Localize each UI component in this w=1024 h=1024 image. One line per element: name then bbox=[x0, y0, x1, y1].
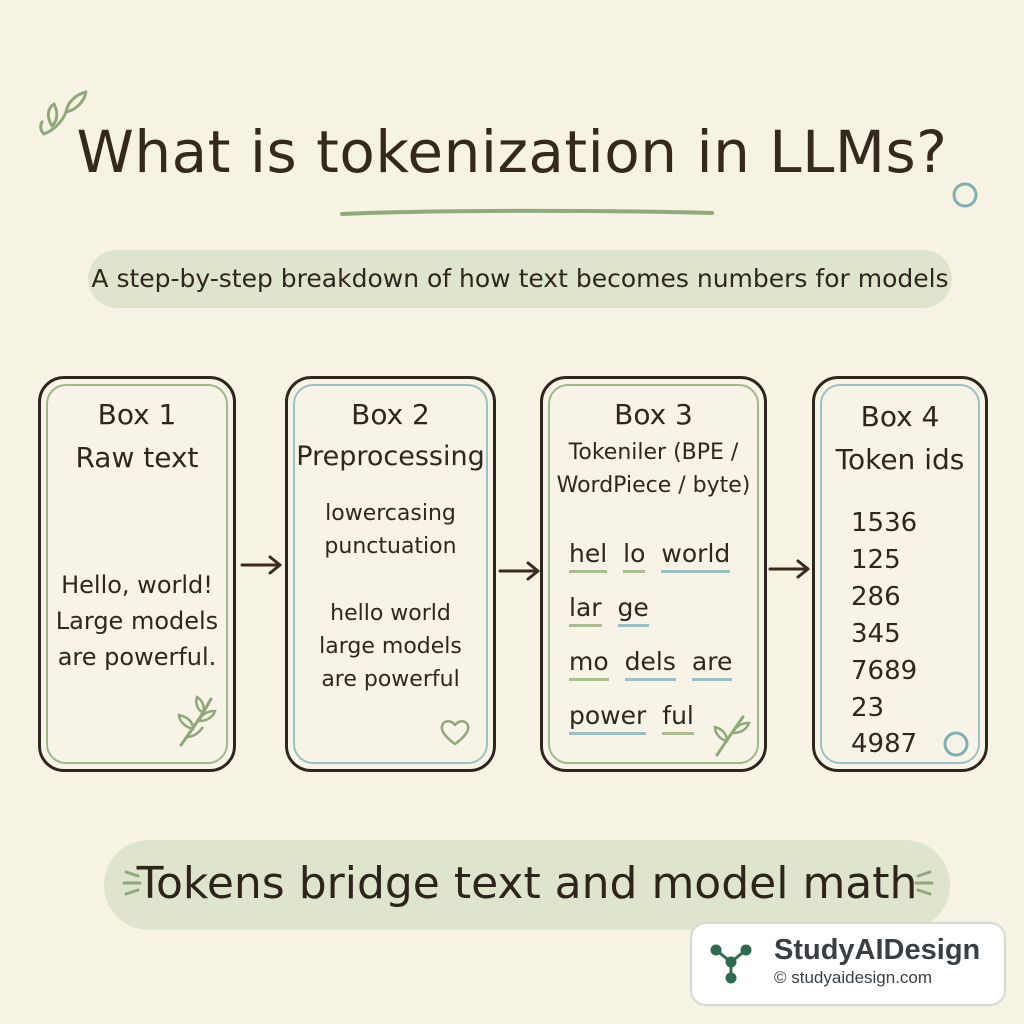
box-heading: Tokeniler (BPE / bbox=[568, 440, 739, 466]
token: power bbox=[569, 701, 647, 735]
token-id-list: 1536 125 286 345 7689 23 4987 bbox=[851, 505, 917, 763]
arrow-right-icon bbox=[498, 561, 540, 581]
box-header: Box 4 Token ids bbox=[815, 395, 985, 482]
box-header: Box 2 Preprocessing bbox=[288, 393, 493, 478]
normalized-text-block: hello world large models are powerful bbox=[288, 597, 493, 696]
token-id: 286 bbox=[851, 581, 901, 612]
box-heading: WordPiece / byte) bbox=[556, 473, 751, 499]
box-header: Box 3 Tokeniler (BPE / WordPiece / byte) bbox=[543, 393, 764, 502]
box-inner-border bbox=[293, 384, 488, 764]
token: are bbox=[691, 647, 733, 681]
token-id: 1536 bbox=[851, 508, 918, 538]
token: ge bbox=[617, 593, 649, 627]
box-raw-text: Box 1 Raw text Hello, world! Large model… bbox=[38, 376, 236, 772]
takeaway-banner: Tokens bridge text and model math bbox=[136, 858, 918, 909]
token-id: 7689 bbox=[851, 655, 918, 686]
network-logo-icon bbox=[710, 944, 752, 984]
box-heading: Token ids bbox=[835, 443, 965, 477]
preprocessing-steps: lowercasing punctuation bbox=[288, 497, 493, 563]
text-line: Large models bbox=[55, 607, 219, 635]
box-heading: Raw text bbox=[75, 441, 199, 475]
title-underline bbox=[340, 208, 714, 216]
text-line: hello world bbox=[330, 601, 451, 626]
token: ful bbox=[662, 701, 694, 735]
token: lo bbox=[623, 539, 646, 573]
token-id: 345 bbox=[851, 618, 901, 649]
token-id: 4987 bbox=[851, 729, 918, 760]
subtitle-pill bbox=[88, 250, 952, 308]
text-line: are powerful bbox=[321, 667, 460, 692]
box-preprocessing: Box 2 Preprocessing lowercasing punctuat… bbox=[285, 376, 496, 772]
logo-url: © studyaidesign.com bbox=[774, 968, 933, 987]
token-row: power ful bbox=[569, 701, 710, 735]
leaf-sprig-icon bbox=[177, 695, 217, 747]
heart-icon bbox=[440, 720, 470, 746]
box-header: Box 1 Raw text bbox=[41, 393, 233, 480]
page-title: What is tokenization in LLMs? bbox=[76, 118, 948, 186]
box-inner-border bbox=[820, 384, 980, 764]
sparkle-icon bbox=[122, 870, 142, 896]
box-label: Box 2 bbox=[351, 398, 430, 431]
logo-name: StudyAIDesign bbox=[774, 934, 981, 966]
leaf-sprig-icon bbox=[39, 90, 88, 136]
box-tokenizer: Box 3 Tokeniler (BPE / WordPiece / byte)… bbox=[540, 376, 767, 772]
circle-icon bbox=[943, 731, 969, 757]
token: mo bbox=[569, 647, 609, 681]
token: lar bbox=[569, 593, 602, 627]
box-token-ids: Box 4 Token ids 1536 125 286 345 7689 23… bbox=[812, 376, 988, 772]
box-label: Box 1 bbox=[97, 398, 177, 431]
sparkle-icon bbox=[914, 870, 934, 896]
token: dels bbox=[624, 647, 676, 681]
leaf-sprig-icon bbox=[713, 715, 751, 757]
text-line: large models bbox=[319, 634, 462, 659]
arrow-right-icon bbox=[768, 559, 810, 579]
box-label: Box 4 bbox=[860, 400, 940, 433]
box-heading: Preprocessing bbox=[296, 441, 485, 473]
token-id: 23 bbox=[851, 692, 885, 723]
logo-card bbox=[690, 922, 1006, 1006]
raw-text-block: Hello, world! Large models are powerful. bbox=[41, 567, 233, 675]
box-label: Box 3 bbox=[614, 398, 693, 431]
text-line: Hello, world! bbox=[61, 571, 213, 599]
token-id: 125 bbox=[851, 544, 901, 575]
box-inner-border bbox=[548, 384, 759, 764]
token: hel bbox=[569, 539, 608, 573]
subtitle: A step-by-step breakdown of how text bec… bbox=[91, 264, 949, 293]
banner-pill bbox=[104, 840, 950, 930]
circle-icon bbox=[952, 182, 978, 208]
text-line: are powerful. bbox=[57, 643, 217, 671]
token: world bbox=[661, 539, 731, 573]
box-inner-border bbox=[46, 384, 228, 764]
step-line: lowercasing bbox=[325, 501, 456, 526]
step-line: punctuation bbox=[324, 534, 457, 559]
arrow-right-icon bbox=[240, 555, 282, 575]
